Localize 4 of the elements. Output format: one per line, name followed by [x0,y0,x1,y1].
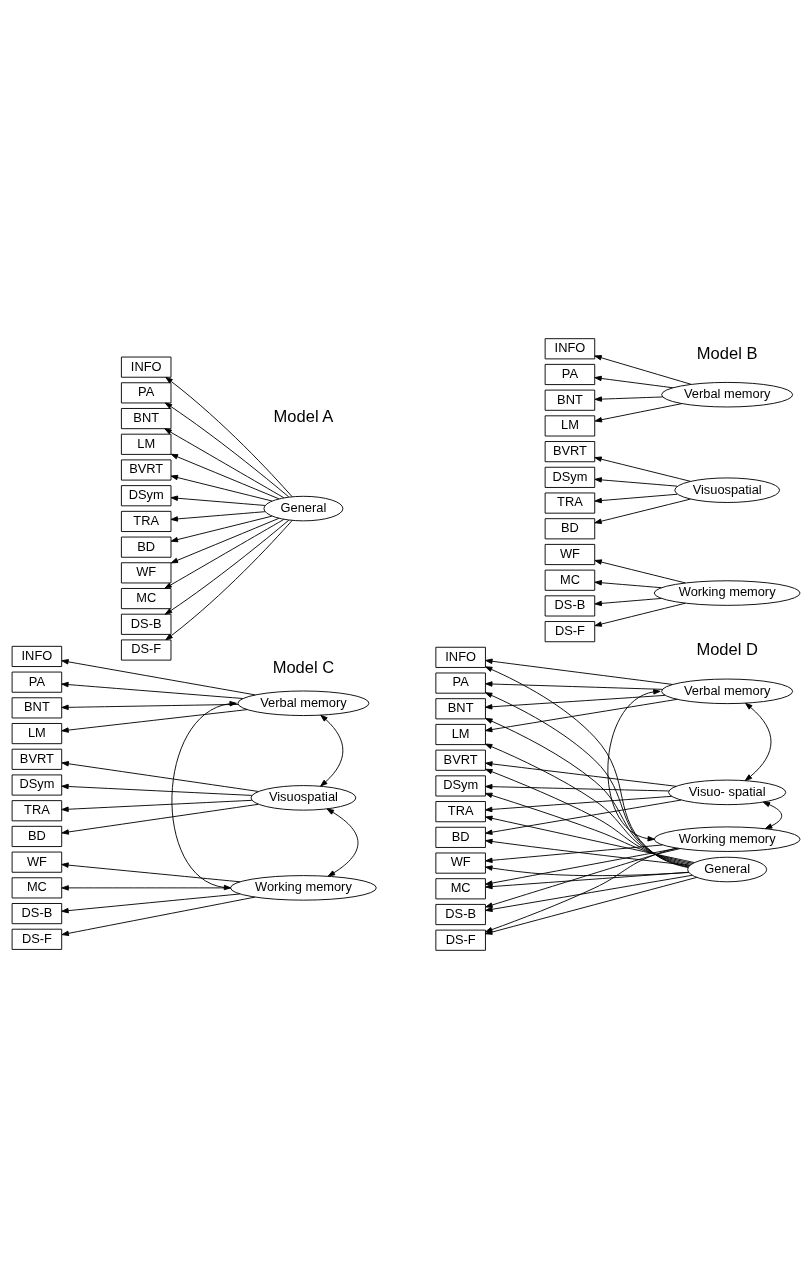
label: Model C [272,657,335,677]
label: Model D [696,639,758,659]
label: Model B [696,343,758,363]
label: Model A [273,406,334,426]
